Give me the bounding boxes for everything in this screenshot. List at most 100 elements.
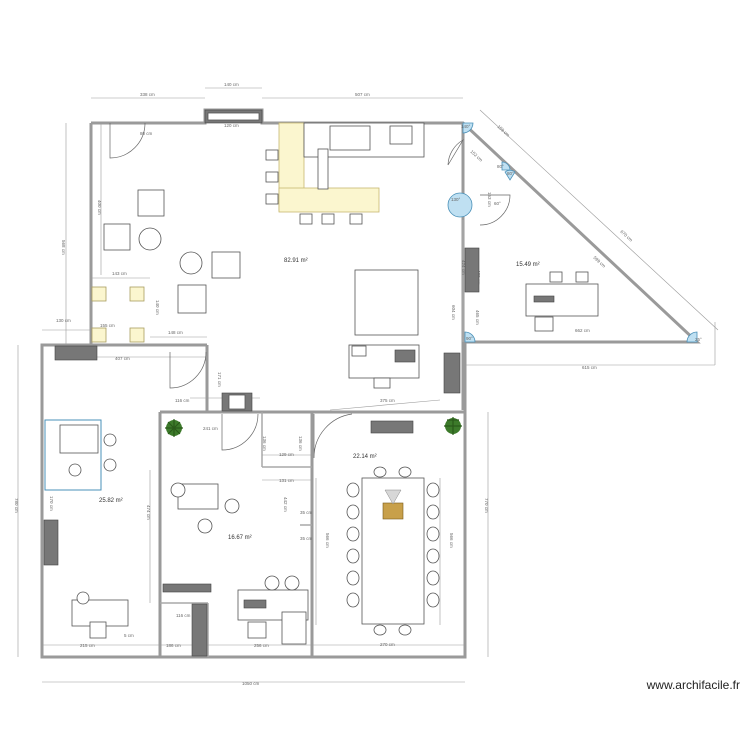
area-label-triangle: 15.49 m² xyxy=(516,262,540,268)
chair xyxy=(89,621,107,639)
chair xyxy=(247,621,267,639)
angle-marker xyxy=(686,331,698,343)
pillar xyxy=(91,286,107,302)
area-label-left-office: 25.82 m² xyxy=(99,498,123,504)
angle-marker xyxy=(464,331,476,343)
dim-label: 80 cm xyxy=(140,131,153,136)
pillar xyxy=(129,286,145,302)
window xyxy=(207,112,260,121)
meeting-chairs xyxy=(346,466,440,636)
rug xyxy=(354,269,419,336)
angle-marker xyxy=(501,161,511,171)
dim-label: 615 cm xyxy=(582,365,597,370)
armchair xyxy=(137,189,165,217)
dim-label: 136 cm xyxy=(298,436,303,451)
plant-icon xyxy=(444,417,462,435)
angle-label: 140° xyxy=(461,124,471,129)
chair xyxy=(103,458,117,472)
dim-label: 120 cm xyxy=(224,123,239,128)
triangle-room xyxy=(464,247,599,332)
dim-label: 131 cm xyxy=(279,478,294,483)
dim-label: 186 cm xyxy=(166,643,181,648)
dim-label: 604 cm xyxy=(451,305,456,320)
kitchen xyxy=(265,122,425,225)
dim-label: 442 cm xyxy=(283,497,288,512)
meeting-room xyxy=(346,420,440,636)
dim-label: 270 cm xyxy=(380,642,395,647)
chair xyxy=(170,482,186,498)
side-table xyxy=(179,251,203,275)
stool xyxy=(265,171,279,183)
monitor xyxy=(243,599,267,609)
desk xyxy=(59,424,99,454)
dimension-lines xyxy=(17,87,719,683)
left-office xyxy=(43,345,129,639)
cabinet xyxy=(43,519,59,566)
side-table xyxy=(138,227,162,251)
dim-label: 170 cm xyxy=(49,496,54,511)
chair xyxy=(68,463,82,477)
stool xyxy=(321,213,335,225)
door-swing xyxy=(447,139,464,166)
chair xyxy=(373,377,391,389)
angle-label: 25° xyxy=(695,337,702,342)
cabinet xyxy=(370,420,414,434)
monitor xyxy=(533,295,555,303)
chair xyxy=(575,271,589,283)
dim-label: 256 cm xyxy=(254,643,269,648)
door-swing xyxy=(109,122,146,159)
monitor xyxy=(394,349,416,363)
chair xyxy=(549,271,563,283)
cabinet xyxy=(464,247,480,293)
door-swing xyxy=(169,351,207,389)
dim-label: 35 cm xyxy=(300,536,313,541)
angle-label: 130° xyxy=(451,197,461,202)
angle-marker xyxy=(462,122,474,134)
dim-label: 338 cm xyxy=(140,92,155,97)
dim-label: 566 cm xyxy=(449,533,454,548)
stool xyxy=(299,213,313,225)
door-swing xyxy=(313,413,353,459)
doors xyxy=(109,122,511,459)
cabinet xyxy=(54,345,98,361)
area-label-main: 82.91 m² xyxy=(284,258,308,264)
dim-label: 171 cm xyxy=(217,372,222,387)
angle-markers: 140° 130° 80° 80° 90° 25° 60° xyxy=(447,122,702,343)
dim-label: 140 cm xyxy=(155,300,160,315)
cabinet xyxy=(191,603,208,657)
dim-label: 465 cm xyxy=(475,310,480,325)
desk-return xyxy=(281,611,307,645)
armchair xyxy=(103,223,131,251)
chair xyxy=(534,316,554,332)
angle-label: 80° xyxy=(497,164,504,169)
dim-label: 143 cm xyxy=(112,271,127,276)
dim-label: 1050 cm xyxy=(242,681,260,686)
cooktop xyxy=(329,125,371,151)
desk-zone xyxy=(44,419,102,491)
dim-label: 116 cm xyxy=(175,398,190,403)
dim-label: 770 cm xyxy=(484,498,489,513)
watermark-text: www.archifacile.fr xyxy=(646,678,740,692)
columns xyxy=(91,109,263,343)
cabinet xyxy=(443,352,461,394)
dim-label: 129 cm xyxy=(279,452,294,457)
chair xyxy=(76,591,90,605)
pillar xyxy=(91,327,107,343)
angle-label: 90° xyxy=(466,336,473,341)
dim-label: 116 cm xyxy=(176,613,191,618)
projector xyxy=(382,502,404,520)
dim-label: 568 cm xyxy=(61,240,66,255)
angle-marker xyxy=(504,169,516,181)
dim-label: 35 cm xyxy=(300,510,313,515)
armchair xyxy=(177,284,207,314)
dim-label: 780 cm xyxy=(14,498,19,513)
area-labels: 82.91 m² 15.49 m² 25.82 m² 16.67 m² 22.1… xyxy=(99,258,540,541)
dim-label: 153 cm xyxy=(487,192,492,207)
angle-marker xyxy=(447,192,473,218)
dim-label: 241 cm xyxy=(203,426,218,431)
dim-label: 5 cm xyxy=(124,633,134,638)
plant-icon xyxy=(165,419,183,437)
dim-label: 474 cm xyxy=(146,505,151,520)
dim-label: 375 cm xyxy=(380,398,395,403)
sink xyxy=(389,125,413,145)
